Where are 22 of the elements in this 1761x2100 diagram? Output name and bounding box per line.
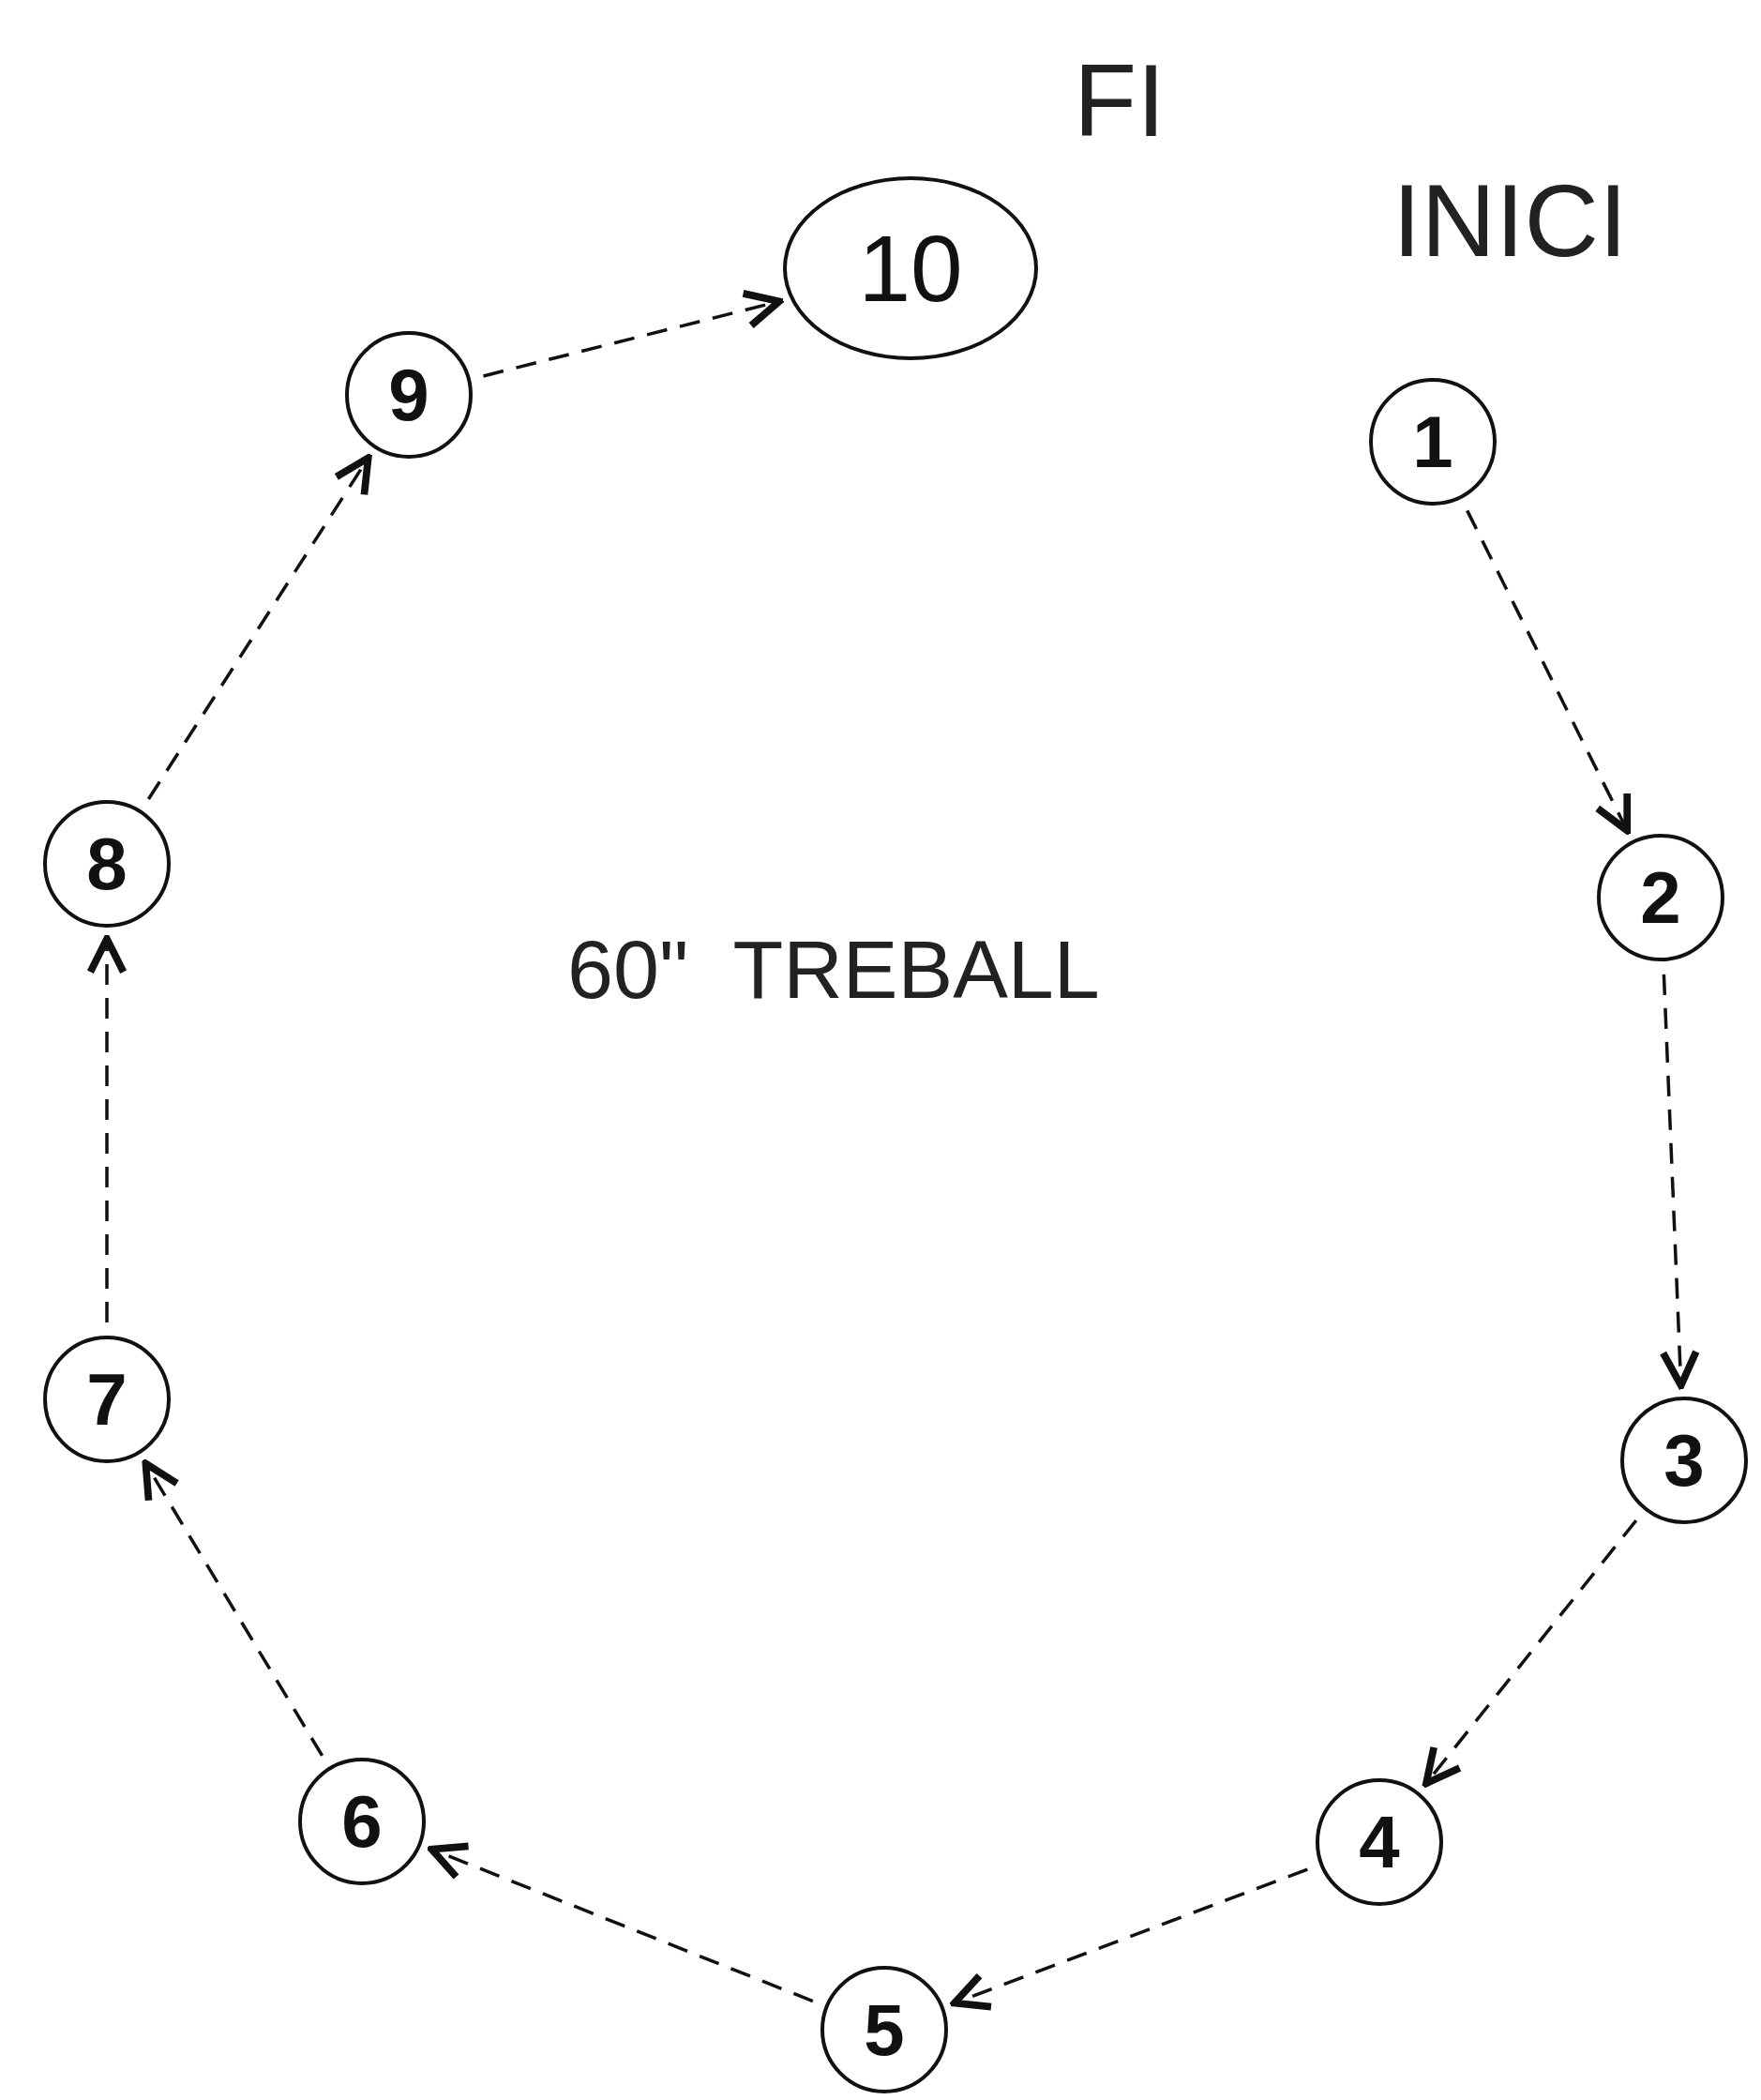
- step-number: 8: [86, 827, 128, 900]
- step-number: 2: [1640, 861, 1681, 934]
- dashed-arrow: [146, 454, 372, 800]
- step-number: 1: [1412, 405, 1453, 478]
- step-number: 4: [1359, 1805, 1400, 1879]
- step-number: 5: [864, 1993, 905, 2066]
- step-number: 6: [341, 1785, 383, 1858]
- dashed-arrow: [428, 1842, 814, 2003]
- dashed-arrow: [1466, 509, 1632, 835]
- step-number: 3: [1663, 1424, 1705, 1497]
- start-label: INICI: [1392, 169, 1628, 272]
- dashed-arrow: [950, 1867, 1308, 2011]
- dashed-arrow: [483, 290, 783, 378]
- step-number: 7: [86, 1363, 128, 1436]
- dashed-arrow: [1659, 974, 1700, 1389]
- end-label: FI: [1074, 49, 1166, 152]
- dashed-arrow: [1422, 1519, 1638, 1788]
- dashed-arrow: [142, 1459, 324, 1757]
- step-number: 9: [388, 358, 429, 431]
- step-number: 10: [858, 221, 963, 315]
- center-label: 60" TREBALL: [567, 929, 1100, 1011]
- dashed-arrow: [86, 935, 128, 1322]
